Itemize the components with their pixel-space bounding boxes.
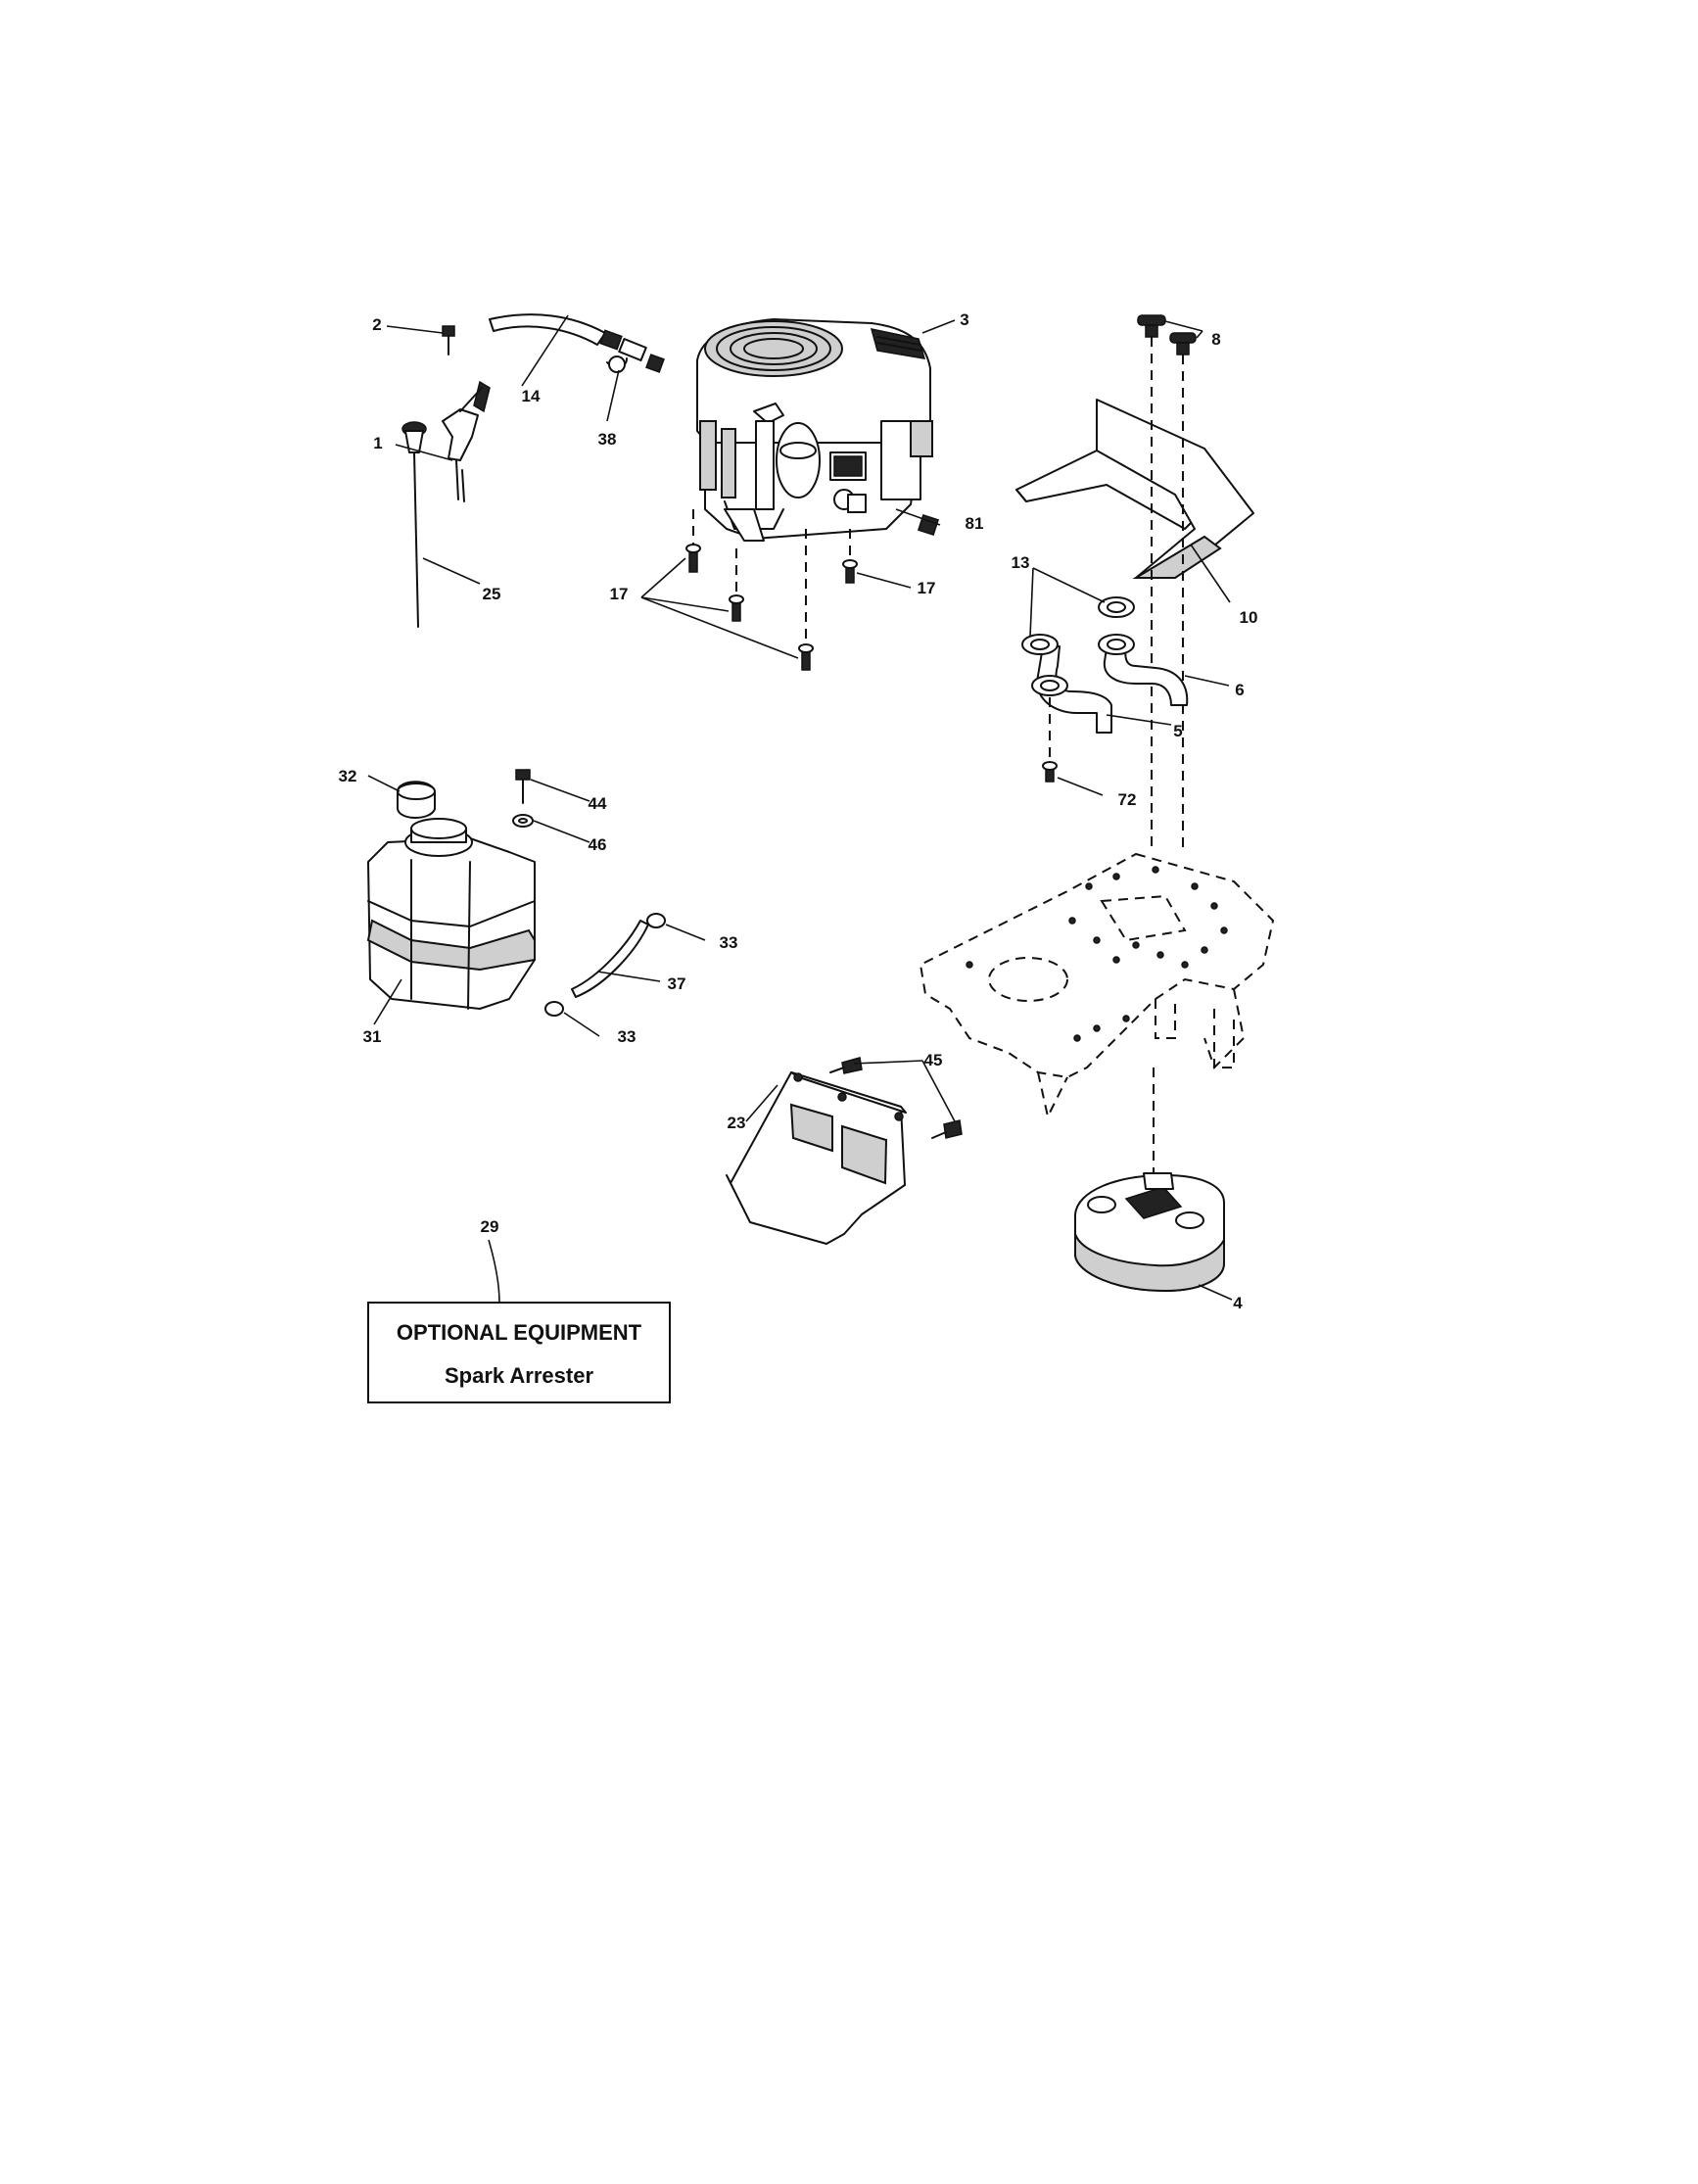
callout-labels: 1 2 3 4 5 6 8 10 13 14 17 17 23 25 29 31… bbox=[339, 310, 1258, 1312]
callout-4: 4 bbox=[1233, 1294, 1243, 1312]
exhaust-pipes bbox=[1021, 596, 1189, 783]
bracket-23 bbox=[726, 1057, 963, 1245]
callout-33-upper: 33 bbox=[720, 933, 738, 952]
callout-5: 5 bbox=[1173, 722, 1182, 740]
callout-17-left: 17 bbox=[610, 585, 629, 603]
callout-29: 29 bbox=[481, 1217, 499, 1236]
callout-81: 81 bbox=[966, 514, 984, 533]
fuel-line bbox=[489, 313, 665, 373]
callout-14: 14 bbox=[522, 387, 541, 405]
fuel-tank bbox=[366, 781, 536, 1010]
spark-arrester-label: Spark Arrester bbox=[445, 1363, 593, 1388]
heat-shield bbox=[1015, 314, 1254, 852]
callout-46: 46 bbox=[589, 835, 607, 854]
callout-38: 38 bbox=[598, 430, 617, 449]
callout-23: 23 bbox=[728, 1114, 746, 1132]
callout-2: 2 bbox=[372, 315, 381, 334]
callout-32: 32 bbox=[339, 767, 357, 785]
engine-mount-bolts bbox=[685, 509, 858, 671]
callout-45: 45 bbox=[924, 1051, 943, 1069]
callout-3: 3 bbox=[960, 310, 968, 329]
throttle-bracket bbox=[442, 325, 491, 502]
callout-1: 1 bbox=[373, 434, 382, 452]
callout-44: 44 bbox=[589, 794, 607, 813]
callout-33-lower: 33 bbox=[618, 1027, 637, 1046]
callout-72: 72 bbox=[1118, 790, 1137, 809]
fuel-line-37 bbox=[544, 913, 666, 1017]
optional-equipment-title: OPTIONAL EQUIPMENT bbox=[397, 1320, 642, 1345]
callout-10: 10 bbox=[1240, 608, 1258, 627]
callout-13: 13 bbox=[1012, 553, 1030, 572]
optional-equipment-box: OPTIONAL EQUIPMENT Spark Arrester bbox=[367, 1239, 671, 1403]
frame-holes bbox=[966, 866, 1228, 1042]
choke-knob bbox=[401, 421, 427, 628]
callout-37: 37 bbox=[668, 974, 686, 993]
leader-lines bbox=[367, 314, 1233, 1301]
callout-25: 25 bbox=[483, 585, 501, 603]
callout-17-right: 17 bbox=[918, 579, 936, 597]
frame bbox=[919, 852, 1275, 1119]
callout-8: 8 bbox=[1211, 330, 1220, 349]
engine bbox=[696, 318, 940, 542]
callout-6: 6 bbox=[1235, 681, 1244, 699]
tank-bolt bbox=[512, 769, 534, 828]
muffler bbox=[1074, 1068, 1225, 1293]
callout-31: 31 bbox=[363, 1027, 382, 1046]
